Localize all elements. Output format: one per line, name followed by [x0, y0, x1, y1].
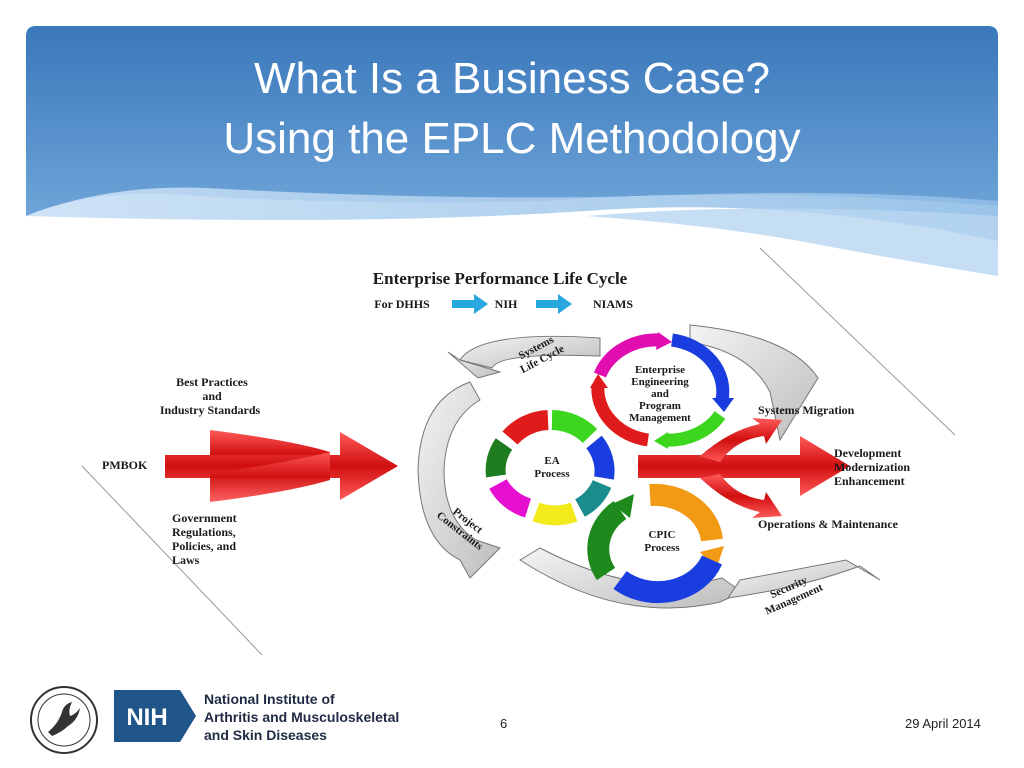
project-constraints-arrow — [417, 381, 501, 579]
label-eepm-2: Engineering — [631, 376, 689, 388]
label-government: Government — [172, 511, 237, 525]
output-arrow-main — [638, 436, 850, 496]
label-eepm-4: Program — [639, 400, 681, 412]
slide-title-line-1: What Is a Business Case? — [253, 54, 770, 103]
nih-logo: NIH — [114, 690, 196, 742]
label-regulations: Regulations, — [172, 525, 236, 539]
label-enhancement: Enhancement — [834, 474, 905, 488]
cpic-cycle — [587, 483, 724, 604]
nih-logo-text: NIH — [126, 704, 167, 731]
cycle-arrow-right — [689, 324, 819, 442]
output-arrow-down — [700, 474, 782, 518]
label-systems-migration: Systems Migration — [758, 403, 855, 417]
page-number: 6 — [500, 716, 508, 731]
label-eepm-3: and — [651, 388, 669, 400]
institute-name: National Institute of Arthritis and Musc… — [204, 690, 399, 744]
ea-cycle — [485, 410, 615, 526]
flow-arrow-icon — [452, 294, 488, 314]
frame-edge — [759, 247, 956, 436]
slide-date: 29 April 2014 — [905, 716, 981, 731]
systems-life-cycle-arrow-head — [447, 351, 502, 379]
label-ea-process: Process — [534, 468, 570, 480]
flow-dhhs: For DHHS — [374, 297, 430, 311]
label-operations-maintenance: Operations & Maintenance — [758, 517, 899, 531]
label-laws: Laws — [172, 553, 200, 567]
label-and: and — [202, 389, 222, 403]
label-eepm-1: Enterprise — [635, 364, 685, 376]
output-arrow-up — [700, 418, 782, 462]
frame-edge — [81, 465, 263, 656]
label-modernization: Modernization — [834, 460, 910, 474]
eepm-cycle — [590, 332, 734, 449]
hhs-seal-icon — [30, 686, 98, 754]
diagram-title: Enterprise Performance Life Cycle — [373, 269, 628, 288]
institute-line-1: National Institute of — [204, 691, 335, 707]
institute-line-3: and Skin Diseases — [204, 727, 327, 743]
slide-header: What Is a Business Case? Using the EPLC … — [26, 26, 998, 276]
label-development: Development — [834, 446, 901, 460]
label-cpic-process: Process — [644, 542, 680, 554]
slide-title-line-2: Using the EPLC Methodology — [223, 114, 801, 163]
label-cpic: CPIC — [649, 529, 676, 541]
label-pmbok: PMBOK — [102, 458, 148, 472]
label-best-practices: Best Practices — [176, 375, 248, 389]
label-ea: EA — [544, 455, 559, 467]
label-industry-standards: Industry Standards — [160, 403, 261, 417]
header-background — [26, 26, 998, 276]
institute-line-2: Arthritis and Musculoskeletal — [204, 709, 400, 725]
security-management-arrow — [726, 559, 881, 599]
input-arrow-bottom — [210, 452, 330, 502]
flow-niams: NIAMS — [593, 297, 633, 311]
flow-nih: NIH — [495, 297, 518, 311]
label-policies: Policies, and — [172, 539, 236, 553]
label-eepm-5: Management — [629, 412, 691, 424]
flow-arrow-icon — [536, 294, 572, 314]
